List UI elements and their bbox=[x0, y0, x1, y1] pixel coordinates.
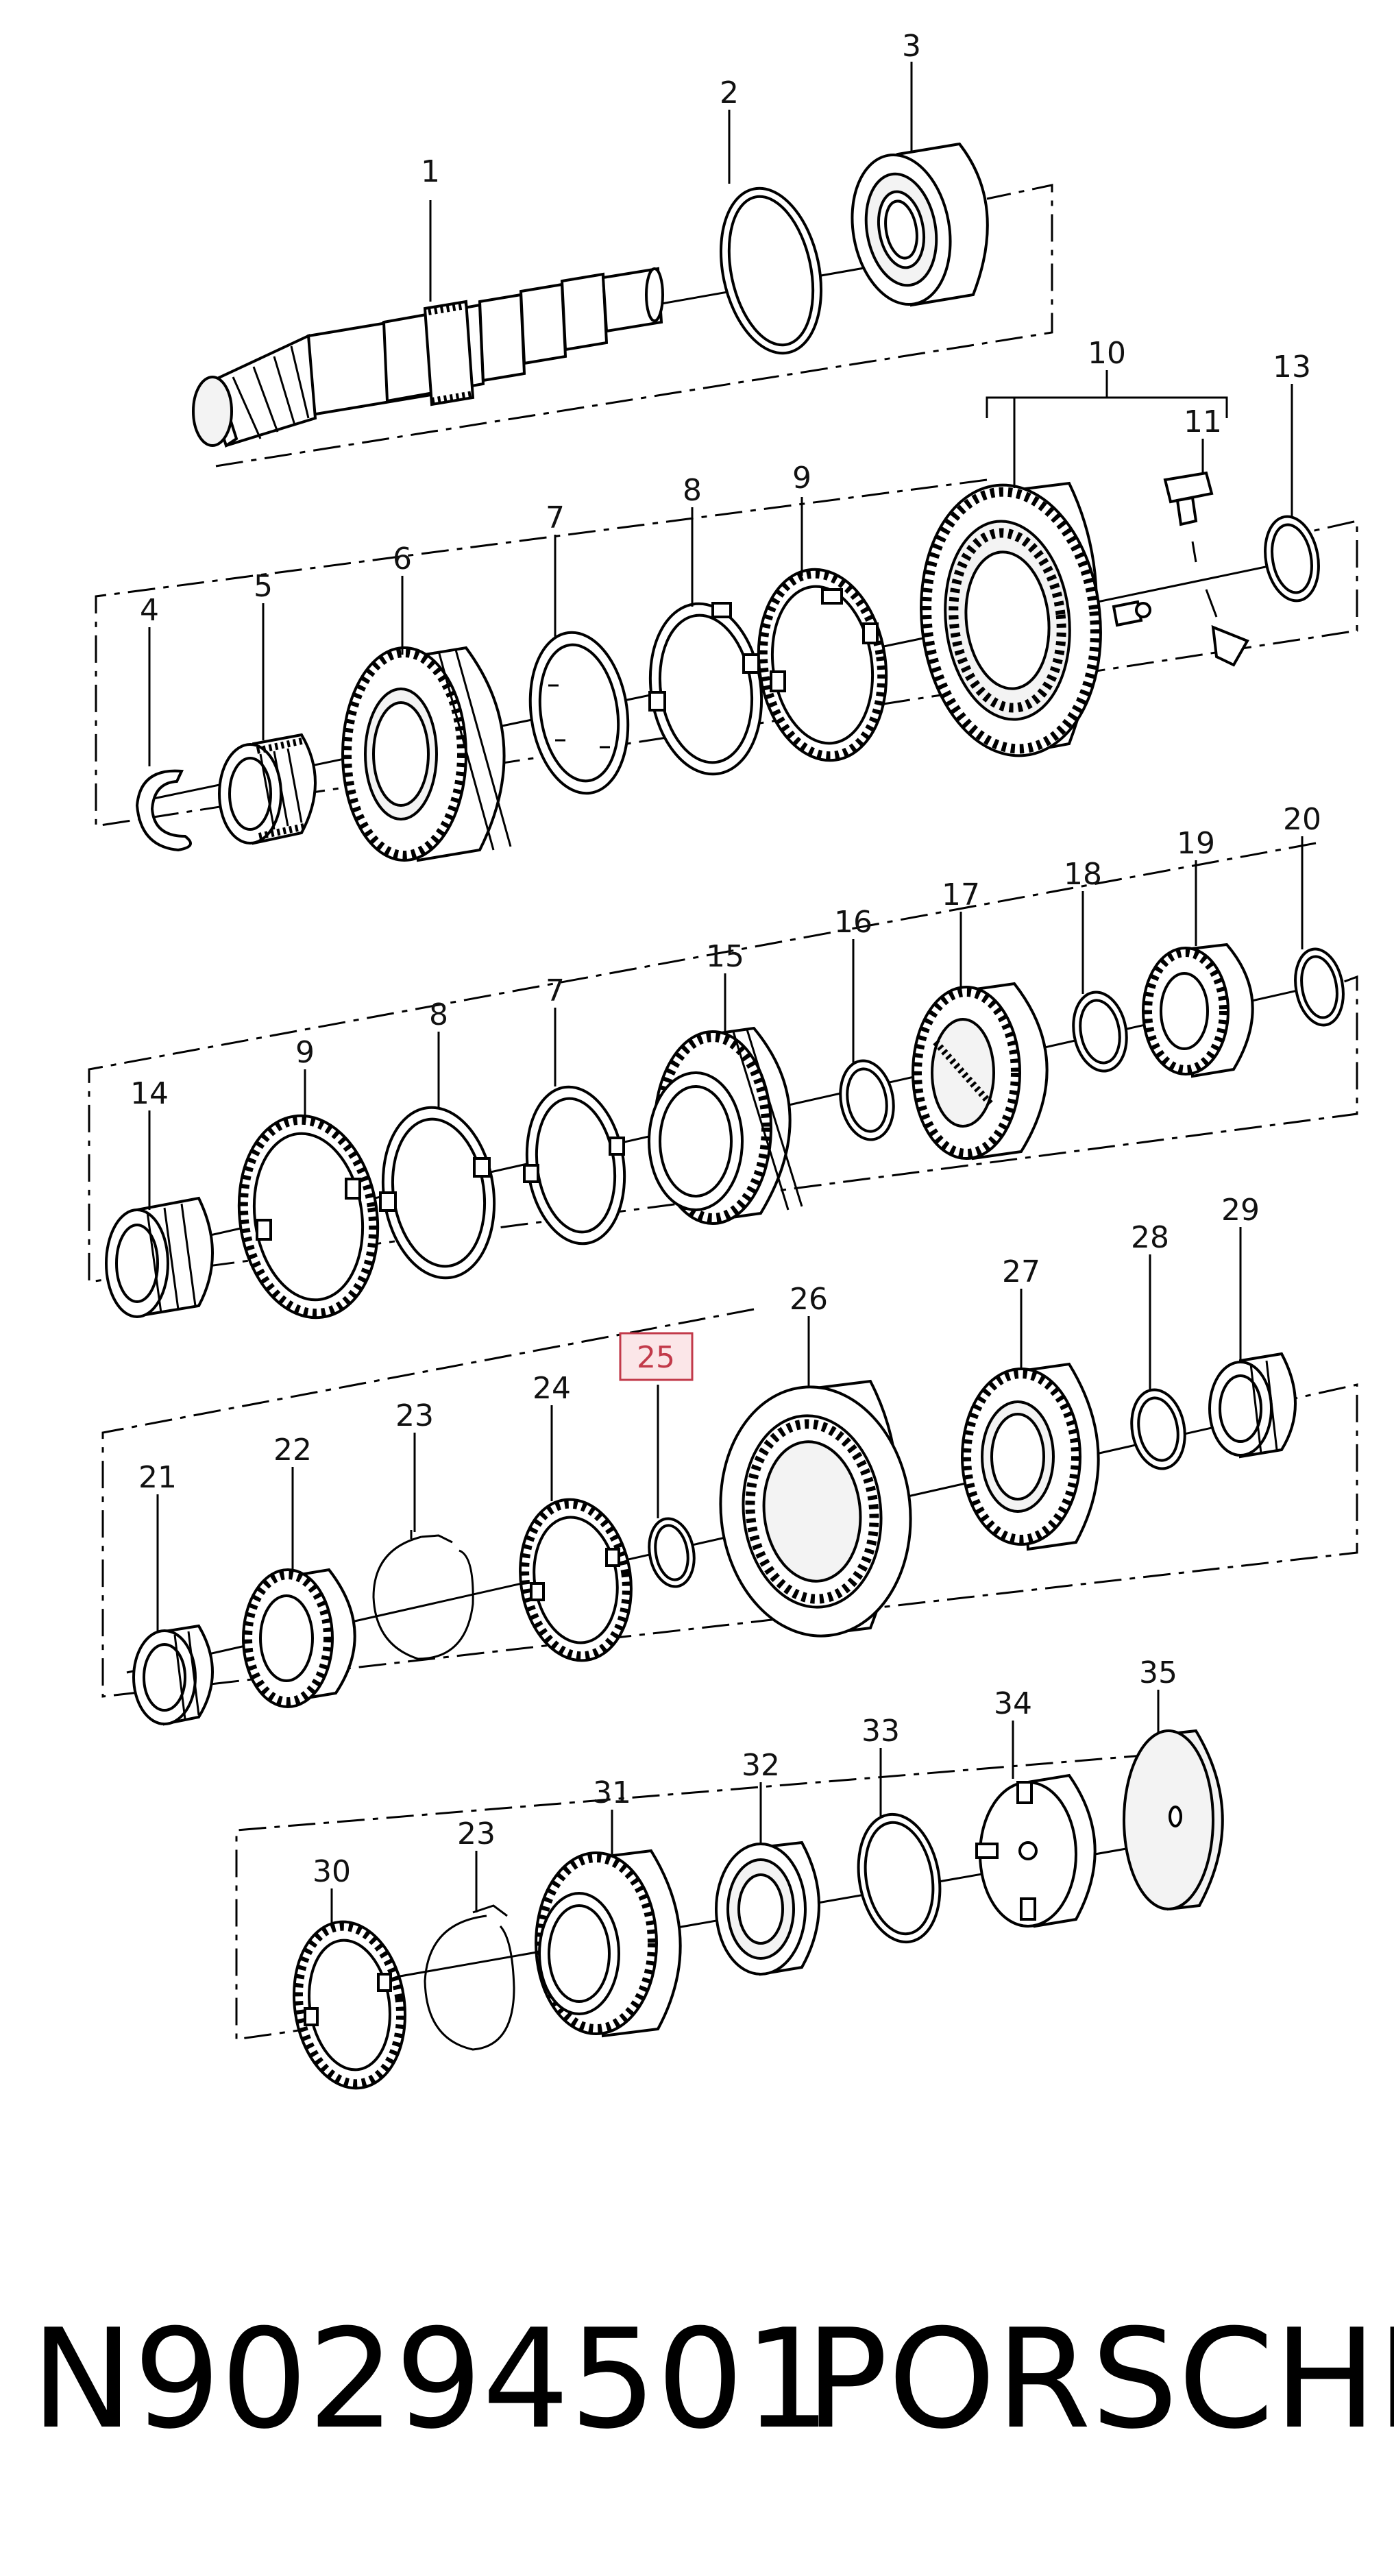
callout-13: 13 bbox=[1273, 350, 1311, 385]
row-5-boundary bbox=[235, 1753, 1152, 2041]
part-20-circlip bbox=[1294, 947, 1345, 1027]
callout-9-upper: 9 bbox=[792, 461, 811, 496]
row-3-group bbox=[88, 842, 1358, 1320]
callout-8-upper: 8 bbox=[683, 473, 702, 508]
callout-32: 32 bbox=[742, 1748, 780, 1783]
callout-15: 15 bbox=[706, 939, 744, 974]
callout-16: 16 bbox=[834, 905, 872, 940]
part-33-snap-ring bbox=[857, 1812, 942, 1944]
part-5-needle-bearing bbox=[218, 733, 317, 845]
part-35-disc bbox=[1123, 1729, 1224, 1911]
part-2-snap-ring bbox=[719, 186, 823, 355]
callout-23-upper: 23 bbox=[395, 1398, 434, 1433]
callout-23-lower: 23 bbox=[457, 1816, 496, 1851]
callout-1: 1 bbox=[421, 154, 440, 189]
part-24-synchro-ring bbox=[519, 1498, 633, 1662]
callout-3: 3 bbox=[902, 29, 921, 64]
callout-31: 31 bbox=[593, 1775, 631, 1810]
part-27-gear bbox=[961, 1362, 1100, 1551]
part-21-needle-bearing bbox=[132, 1624, 214, 1726]
part-30-synchro-ring bbox=[292, 1920, 407, 2090]
leader-lines bbox=[148, 62, 1304, 1926]
brand-text: PORSCHE bbox=[805, 2300, 1394, 2459]
callout-9-lower: 9 bbox=[295, 1035, 315, 1070]
callout-18: 18 bbox=[1064, 857, 1102, 892]
part-29-needle-bearing bbox=[1208, 1352, 1297, 1459]
part-34-thrust-plate bbox=[975, 1773, 1097, 1928]
part-7-synchro-ring-lower bbox=[523, 1085, 626, 1246]
part-1-mainshaft bbox=[192, 267, 664, 448]
callout-35: 35 bbox=[1139, 1655, 1177, 1690]
callout-27: 27 bbox=[1002, 1254, 1040, 1289]
part-11-detent-pieces bbox=[1163, 471, 1249, 667]
callout-29: 29 bbox=[1221, 1193, 1260, 1228]
part-9-synchro-hub-lower bbox=[237, 1114, 380, 1320]
part-10-sliding-sleeve bbox=[920, 396, 1228, 757]
callout-25[interactable]: 25 bbox=[637, 1340, 675, 1375]
part-8-ring bbox=[648, 602, 763, 776]
callout-2: 2 bbox=[720, 75, 739, 110]
callout-21: 21 bbox=[138, 1460, 177, 1495]
part-32-ball-bearing bbox=[715, 1840, 820, 1976]
row-2-group bbox=[95, 396, 1358, 862]
callout-labels: 1 2 3 4 5 6 7 8 9 10 11 13 14 9 8 7 15 1… bbox=[130, 29, 1321, 1889]
row-1-boundary bbox=[215, 184, 1053, 467]
part-25-circlip bbox=[648, 1517, 696, 1588]
part-19-gear bbox=[1142, 943, 1254, 1078]
part-4-circlip bbox=[135, 769, 192, 852]
part-26-sliding-sleeve bbox=[719, 1379, 912, 1638]
callout-22: 22 bbox=[273, 1433, 312, 1468]
part-number-text: N90294501 bbox=[31, 2300, 831, 2459]
part-15-gear bbox=[648, 1026, 803, 1225]
part-31-gear bbox=[535, 1849, 682, 2038]
part-7-synchro-ring bbox=[528, 631, 630, 795]
part-3-bearing bbox=[851, 142, 989, 307]
part-14-needle-cage bbox=[105, 1196, 214, 1318]
callout-4: 4 bbox=[140, 593, 159, 628]
callout-25-highlight-box[interactable] bbox=[619, 1332, 694, 1381]
row-4-group bbox=[101, 1308, 1358, 1726]
part-9-synchro-hub bbox=[757, 568, 888, 762]
callout-7-upper: 7 bbox=[546, 500, 565, 535]
callout-19: 19 bbox=[1177, 826, 1215, 861]
callout-24: 24 bbox=[533, 1371, 571, 1406]
part-18-circlip bbox=[1072, 991, 1128, 1073]
callout-11: 11 bbox=[1184, 404, 1222, 439]
row-4-boundary bbox=[101, 1308, 1358, 1698]
callout-10: 10 bbox=[1088, 336, 1126, 371]
callout-28: 28 bbox=[1131, 1220, 1169, 1255]
callout-20: 20 bbox=[1283, 802, 1321, 837]
callout-6: 6 bbox=[393, 542, 412, 576]
callout-26: 26 bbox=[790, 1282, 828, 1317]
part-16-circlip bbox=[839, 1059, 895, 1141]
part-6-gear bbox=[341, 646, 512, 862]
callout-34: 34 bbox=[994, 1686, 1032, 1721]
row-1-group bbox=[192, 142, 1053, 467]
callout-14: 14 bbox=[130, 1076, 169, 1111]
part-13-circlip bbox=[1264, 515, 1320, 603]
callout-7-lower: 7 bbox=[546, 973, 565, 1008]
callout-17: 17 bbox=[942, 877, 980, 912]
part-23-spring-ring bbox=[372, 1530, 474, 1660]
callout-30: 30 bbox=[313, 1854, 351, 1889]
callout-5: 5 bbox=[254, 569, 273, 604]
part-17-gear bbox=[912, 982, 1049, 1161]
callout-33: 33 bbox=[861, 1714, 900, 1749]
part-22-gear bbox=[242, 1568, 356, 1708]
part-28-circlip bbox=[1130, 1388, 1186, 1470]
callout-8-lower: 8 bbox=[429, 997, 448, 1032]
part-23-spring-ring-lower bbox=[424, 1904, 515, 2051]
row-5-group bbox=[235, 1729, 1224, 2090]
part-8-ring-lower bbox=[379, 1106, 496, 1280]
